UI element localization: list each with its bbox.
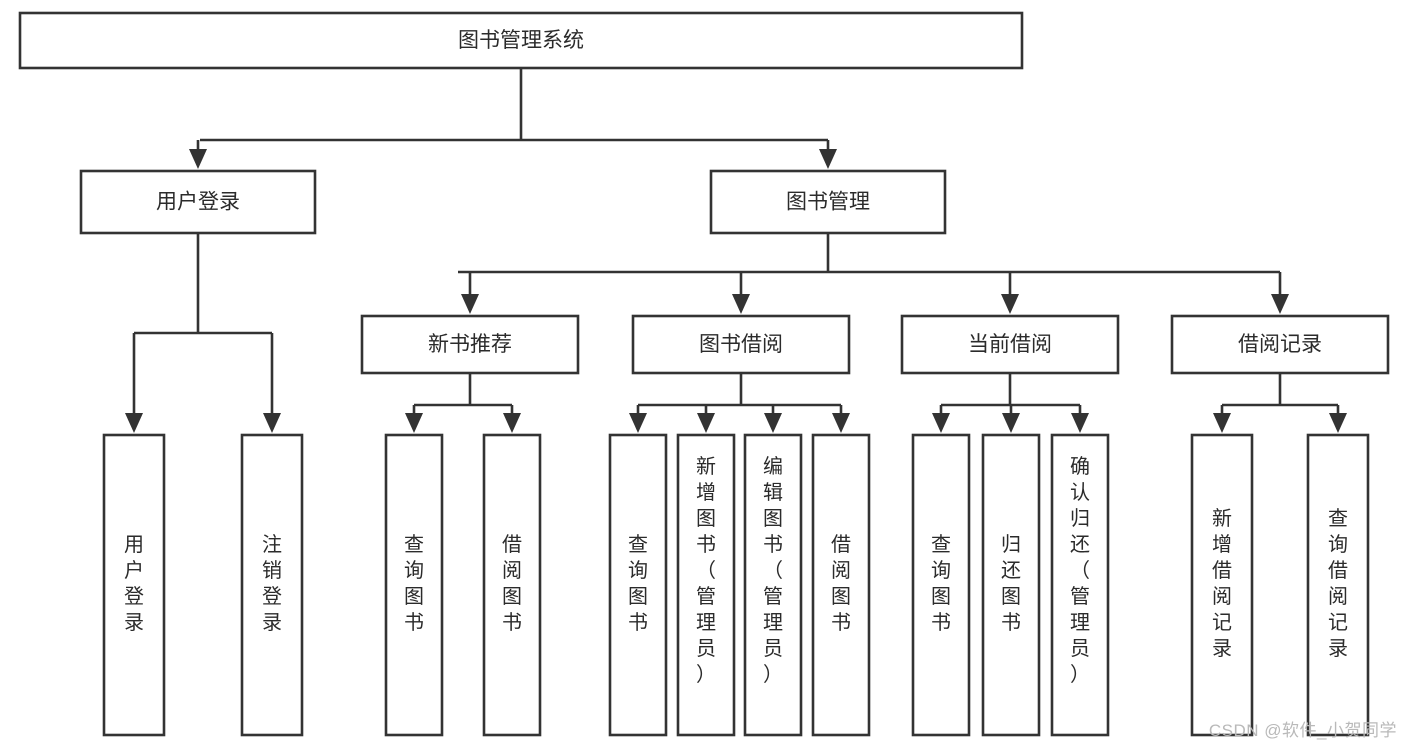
node-box-leaf-query-book-2 bbox=[608, 433, 668, 737]
node-label-root: 图书管理系统 bbox=[458, 29, 584, 52]
node-box-leaf-query-record bbox=[1306, 433, 1370, 737]
node-label-current-borrow: 当前借阅 bbox=[968, 333, 1052, 356]
arrow-head-icon bbox=[819, 149, 837, 169]
arrow-head-icon bbox=[1213, 413, 1231, 433]
node-new-book-recommend[interactable]: 新书推荐 bbox=[360, 314, 580, 375]
arrow-head-icon bbox=[1002, 413, 1020, 433]
node-box-book-borrow bbox=[631, 314, 851, 375]
node-label-leaf-borrow-book-2: 借阅图书 bbox=[831, 533, 851, 634]
node-box-leaf-return-book bbox=[981, 433, 1041, 737]
node-label-leaf-query-book-1: 查询图书 bbox=[404, 533, 424, 634]
node-leaf-query-record[interactable]: 查询借阅记录 bbox=[1306, 433, 1370, 737]
arrow-head-icon bbox=[832, 413, 850, 433]
node-box-leaf-borrow-book-2 bbox=[811, 433, 871, 737]
node-box-leaf-edit-book bbox=[743, 433, 803, 737]
arrow-head-icon bbox=[405, 413, 423, 433]
node-label-leaf-edit-book: 编辑图书（管理员） bbox=[763, 455, 783, 686]
node-root[interactable]: 图书管理系统 bbox=[18, 11, 1024, 70]
node-box-leaf-user-login bbox=[102, 433, 166, 737]
node-box-leaf-add-record bbox=[1190, 433, 1254, 737]
node-leaf-confirm-return[interactable]: 确认归还（管理员） bbox=[1050, 433, 1110, 737]
node-label-leaf-logout: 注销登录 bbox=[262, 533, 282, 634]
node-label-leaf-query-record: 查询借阅记录 bbox=[1328, 507, 1348, 660]
node-label-leaf-confirm-return: 确认归还（管理员） bbox=[1070, 455, 1090, 686]
node-leaf-logout[interactable]: 注销登录 bbox=[240, 433, 304, 737]
node-box-leaf-confirm-return bbox=[1050, 433, 1110, 737]
arrow-head-icon bbox=[932, 413, 950, 433]
node-box-borrow-record bbox=[1170, 314, 1390, 375]
node-box-leaf-add-book bbox=[676, 433, 736, 737]
node-leaf-query-book-2[interactable]: 查询图书 bbox=[608, 433, 668, 737]
node-user-login[interactable]: 用户登录 bbox=[79, 169, 317, 235]
node-label-leaf-add-record: 新增借阅记录 bbox=[1212, 507, 1232, 660]
node-box-new-book-recommend bbox=[360, 314, 580, 375]
arrow-head-icon bbox=[263, 413, 281, 433]
node-label-book-borrow: 图书借阅 bbox=[699, 333, 783, 356]
arrow-head-icon bbox=[503, 413, 521, 433]
node-leaf-borrow-book-1[interactable]: 借阅图书 bbox=[482, 433, 542, 737]
node-leaf-return-book[interactable]: 归还图书 bbox=[981, 433, 1041, 737]
node-box-leaf-query-book-1 bbox=[384, 433, 444, 737]
arrow-head-icon bbox=[1271, 294, 1289, 314]
node-box-leaf-query-book-3 bbox=[911, 433, 971, 737]
node-book-manage[interactable]: 图书管理 bbox=[709, 169, 947, 235]
node-label-book-manage: 图书管理 bbox=[786, 191, 870, 214]
node-box-leaf-logout bbox=[240, 433, 304, 737]
node-box-user-login bbox=[79, 169, 317, 235]
node-label-user-login: 用户登录 bbox=[156, 191, 240, 214]
arrow-head-icon bbox=[1001, 294, 1019, 314]
node-borrow-record[interactable]: 借阅记录 bbox=[1170, 314, 1390, 375]
node-label-new-book-recommend: 新书推荐 bbox=[428, 333, 512, 356]
node-label-leaf-query-book-2: 查询图书 bbox=[628, 533, 648, 634]
arrow-head-icon bbox=[732, 294, 750, 314]
node-label-leaf-query-book-3: 查询图书 bbox=[931, 533, 951, 634]
node-layer: 图书管理系统用户登录图书管理新书推荐图书借阅当前借阅借阅记录用户登录注销登录查询… bbox=[18, 11, 1390, 737]
node-leaf-add-book[interactable]: 新增图书（管理员） bbox=[676, 433, 736, 737]
connector-layer bbox=[125, 68, 1347, 433]
node-leaf-edit-book[interactable]: 编辑图书（管理员） bbox=[743, 433, 803, 737]
node-leaf-add-record[interactable]: 新增借阅记录 bbox=[1190, 433, 1254, 737]
node-book-borrow[interactable]: 图书借阅 bbox=[631, 314, 851, 375]
node-label-borrow-record: 借阅记录 bbox=[1238, 333, 1322, 356]
node-label-leaf-add-book: 新增图书（管理员） bbox=[696, 455, 716, 686]
arrow-head-icon bbox=[189, 149, 207, 169]
node-leaf-query-book-1[interactable]: 查询图书 bbox=[384, 433, 444, 737]
arrow-head-icon bbox=[697, 413, 715, 433]
node-label-leaf-return-book: 归还图书 bbox=[1001, 533, 1021, 634]
arrow-head-icon bbox=[461, 294, 479, 314]
node-box-root bbox=[18, 11, 1024, 70]
arrow-head-icon bbox=[1329, 413, 1347, 433]
node-label-leaf-borrow-book-1: 借阅图书 bbox=[502, 533, 522, 634]
node-box-book-manage bbox=[709, 169, 947, 235]
node-box-leaf-borrow-book-1 bbox=[482, 433, 542, 737]
node-box-current-borrow bbox=[900, 314, 1120, 375]
node-label-leaf-user-login: 用户登录 bbox=[124, 534, 144, 634]
node-leaf-borrow-book-2[interactable]: 借阅图书 bbox=[811, 433, 871, 737]
arrow-head-icon bbox=[1071, 413, 1089, 433]
node-leaf-query-book-3[interactable]: 查询图书 bbox=[911, 433, 971, 737]
arrow-head-icon bbox=[125, 413, 143, 433]
node-current-borrow[interactable]: 当前借阅 bbox=[900, 314, 1120, 375]
arrow-head-icon bbox=[764, 413, 782, 433]
node-leaf-user-login[interactable]: 用户登录 bbox=[102, 433, 166, 737]
arrow-head-icon bbox=[629, 413, 647, 433]
